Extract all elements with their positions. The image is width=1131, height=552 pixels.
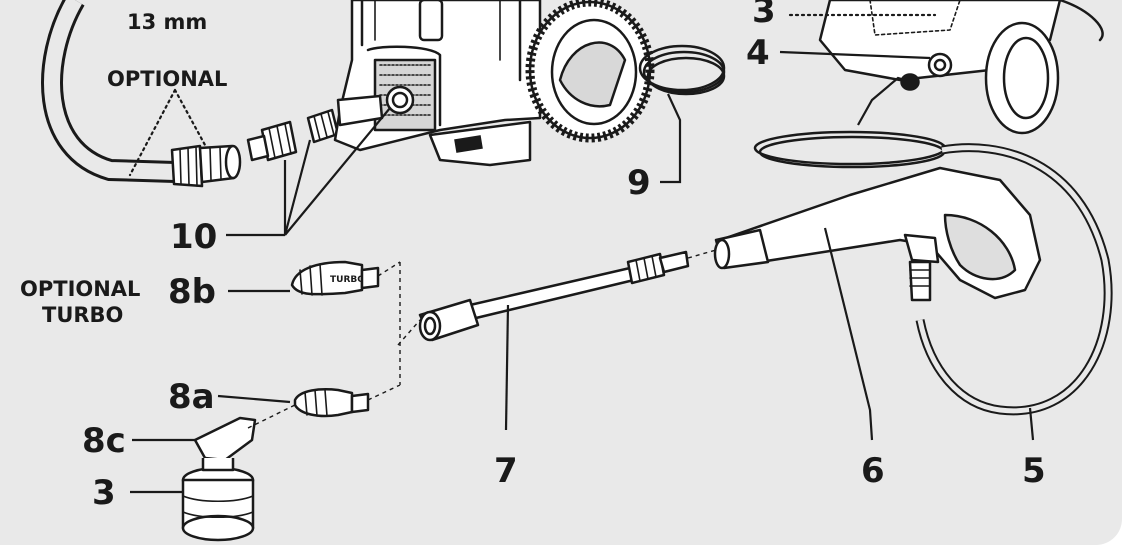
optional-pointer [128,88,207,177]
threaded-nipple-adapter [306,108,340,144]
leader-5 [1028,407,1035,441]
callout-3-top: 3 [752,0,776,31]
callout-4: 4 [746,33,770,73]
pressure-washer-rear-view [818,0,1104,135]
optional-turbo-label-line2: TURBO [42,303,123,327]
quick-connector-adapter [246,120,298,162]
leader-9 [660,93,682,184]
callout-9: 9 [627,163,651,203]
turbo-nozzle: TURBO [290,260,380,296]
callout-10: 10 [170,217,217,257]
trigger-gun [713,166,1042,300]
callout-8c: 8c [82,421,126,461]
lance-gun-guide [687,249,717,259]
callout-6: 6 [861,451,885,491]
high-pressure-hose [753,130,1113,416]
optional-turbo-label-line1: OPTIONAL [20,277,140,301]
pressure-washer-main-unit [333,0,542,167]
power-cord-coil [638,44,726,96]
callout-5: 5 [1022,451,1046,491]
turbo-nozzle-marking: TURBO [330,275,365,285]
lance-nozzle-guide [397,319,421,346]
garden-hose [41,0,176,183]
callout-7: 7 [494,451,518,491]
optional-label: OPTIONAL [107,67,227,91]
foam-nozzle-guide [247,404,296,429]
leader-4 [779,50,931,60]
leader-8a [217,394,291,404]
hose-size-label: 13 mm [127,10,207,34]
callout-3-bottom: 3 [92,473,116,513]
leader-10 [226,107,391,237]
leader-7 [504,304,510,431]
spray-lance [418,250,690,342]
callout-8a: 8a [168,377,215,417]
foam-sprayer [181,416,257,542]
nozzle-assembly-guide [367,261,401,401]
callout-8b: 8b [168,272,216,312]
hose-coupler-optional [170,144,242,188]
hose-reel-wheel [525,0,655,143]
leader-6 [823,227,874,441]
variable-nozzle [293,388,370,418]
